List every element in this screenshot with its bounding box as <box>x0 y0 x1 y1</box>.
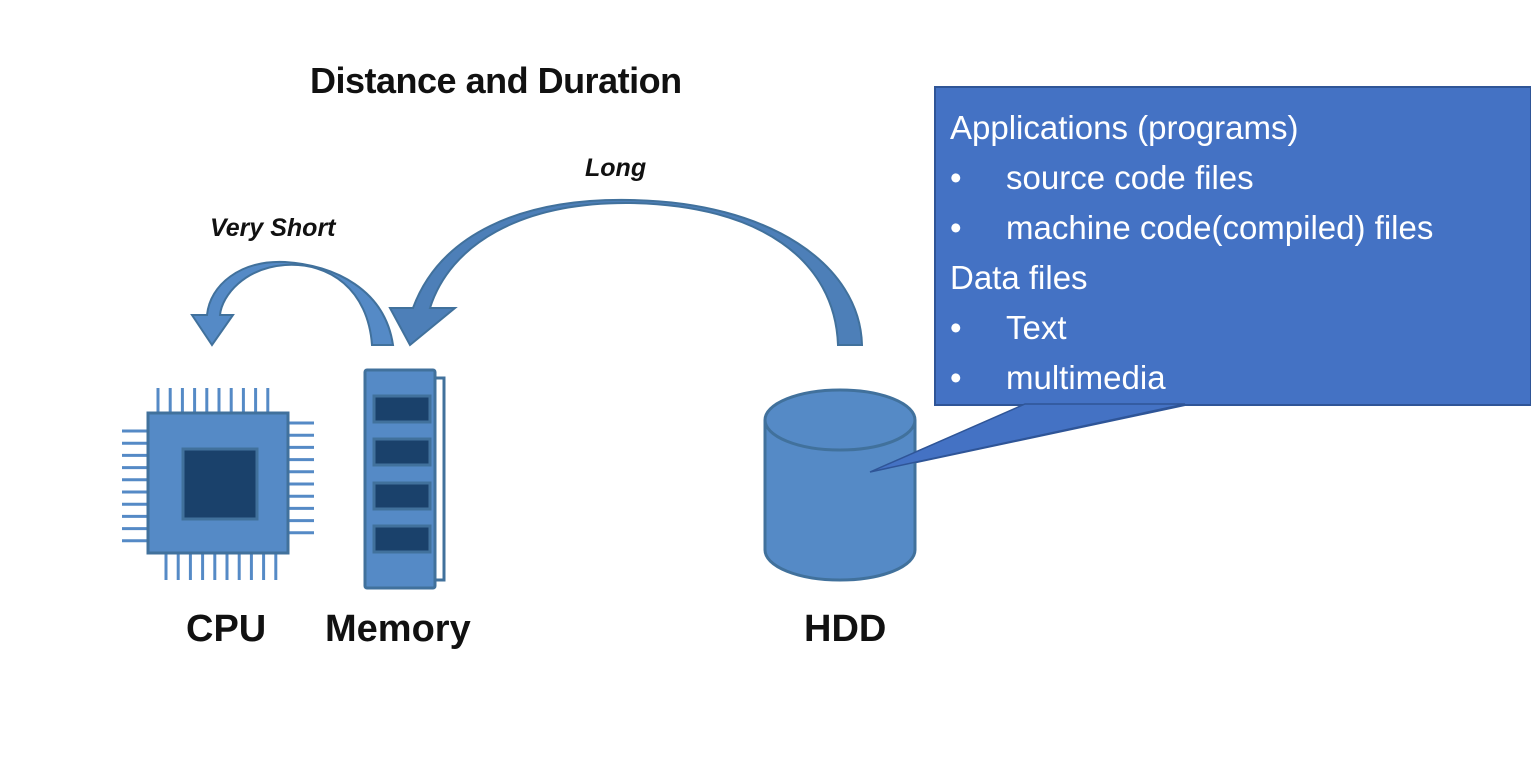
bullet-icon: • <box>950 209 962 246</box>
long-arrow <box>388 198 864 347</box>
hdd-label: HDD <box>804 608 887 650</box>
callout-line-text: machine code(compiled) files <box>1006 209 1434 246</box>
very-short-arrow <box>190 260 395 347</box>
callout-line-text: Data files <box>950 259 1088 296</box>
callout-heading: Applications (programs) <box>950 103 1433 153</box>
callout-bullet-item: • source code files <box>950 153 1433 203</box>
bullet-icon: • <box>950 359 962 396</box>
callout-bullet-item: • multimedia <box>950 353 1433 403</box>
cpu-label: CPU <box>186 608 267 650</box>
callout-line-text: Text <box>1006 309 1067 346</box>
callout-text: Applications (programs) • source code file… <box>950 103 1433 403</box>
callout-heading: Data files <box>950 253 1433 303</box>
hdd-icon <box>763 388 917 582</box>
callout-bullet-item: • machine code(compiled) files <box>950 203 1433 253</box>
memory-label: Memory <box>325 608 471 650</box>
callout-line-text: source code files <box>1006 159 1254 196</box>
callout-bullet-item: • Text <box>950 303 1433 353</box>
callout-pointer <box>869 403 1186 473</box>
bullet-icon: • <box>950 309 962 346</box>
long-label: Long <box>585 154 647 182</box>
memory-icon <box>363 368 446 590</box>
very-short-label: Very Short <box>210 214 336 242</box>
bullet-icon: • <box>950 159 962 196</box>
callout-line-text: Applications (programs) <box>950 109 1299 146</box>
callout-line-text: multimedia <box>1006 359 1166 396</box>
cpu-icon <box>122 388 314 580</box>
cpu-core <box>181 447 259 521</box>
diagram-title: Distance and Duration <box>310 60 682 101</box>
